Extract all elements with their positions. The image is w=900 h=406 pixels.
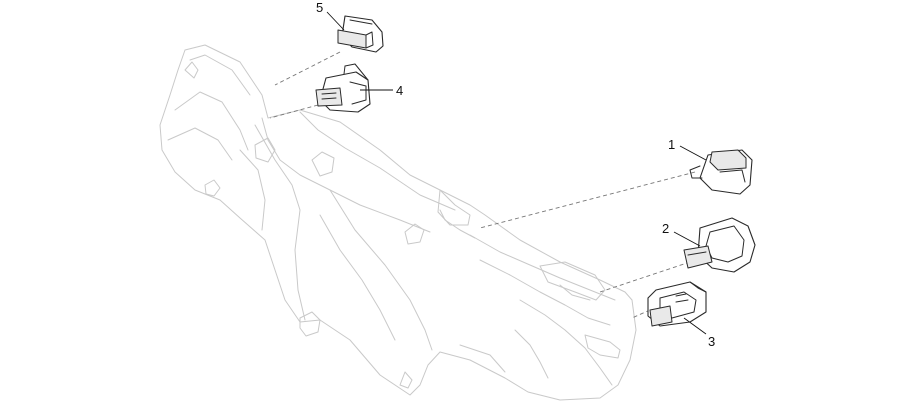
assembly-lines [269, 51, 696, 319]
leader-line-1 [679, 145, 707, 161]
part-3-switch [647, 281, 707, 327]
part-4-switch [315, 63, 371, 113]
handlebar-rear-cover [159, 44, 637, 401]
leader-line-2 [673, 231, 701, 247]
callout-1: 1 [668, 137, 675, 152]
assembly-line-2 [599, 261, 691, 293]
assembly-line-4 [269, 104, 319, 119]
callout-3: 3 [708, 334, 715, 349]
callout-2: 2 [662, 221, 669, 236]
part-1-switch [689, 149, 753, 195]
assembly-line-3 [631, 309, 651, 319]
assembly-line-5 [274, 51, 341, 86]
leader-line-5 [326, 11, 345, 31]
leader-lines [326, 11, 707, 335]
callout-4: 4 [396, 83, 403, 98]
callout-5: 5 [316, 0, 323, 15]
callouts: 5 4 1 2 3 [316, 0, 715, 349]
part-2-switch [683, 217, 756, 273]
assembly-line-1 [479, 171, 696, 229]
part-5-switch [337, 15, 384, 53]
leader-line-3 [683, 317, 707, 335]
